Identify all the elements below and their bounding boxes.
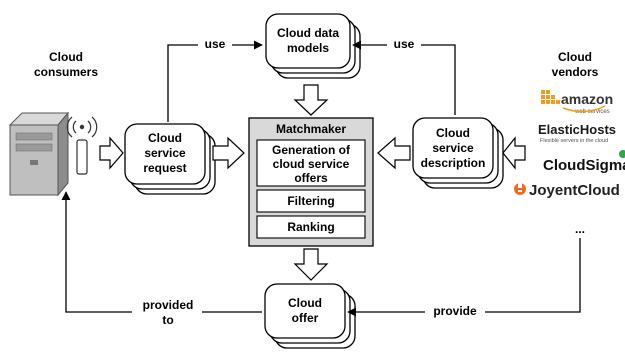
cloudsigma-logo-name: CloudSigma [543, 157, 625, 174]
generation-line3: offers [294, 171, 328, 185]
vendors-label-line2: vendors [552, 65, 599, 79]
edge-label-provided-to-line1: provided [143, 298, 194, 312]
wireless-antenna-icon [66, 116, 98, 175]
edge-label-provided-to-line2: to [162, 313, 173, 327]
vendors-more-ellipsis: ... [575, 222, 585, 236]
block-arrow-matchmaker-to-offer [293, 248, 329, 281]
vendors-label-line1: Cloud [558, 50, 592, 64]
cloud-data-models-node: Cloud data models [265, 13, 361, 79]
edge-provide [347, 238, 581, 317]
server-icon [8, 111, 70, 197]
ranking-box [256, 215, 366, 239]
cloud-offer-node: Cloud offer [264, 283, 356, 349]
amazon-logo-sub: web services [574, 109, 610, 115]
filtering-box [256, 189, 366, 213]
data-models-line1: Cloud data [277, 26, 339, 40]
consumers-label-line2: consumers [34, 65, 98, 79]
edge-use-right [352, 40, 456, 115]
block-arrow-consumer-to-request [99, 136, 124, 170]
description-line3: description [421, 156, 486, 170]
generation-line1: Generation of [272, 143, 351, 157]
cloud-service-description-node: Cloud service description [412, 117, 504, 189]
edge-label-use-right: use [394, 37, 415, 51]
ranking-label: Ranking [287, 220, 334, 234]
edge-provided-to [61, 191, 262, 313]
matchmaker-title: Matchmaker [276, 122, 346, 136]
elastichosts-logo: ElasticHosts Flexible servers in the clo… [538, 122, 616, 144]
matchmaker-block: Matchmaker Generation of cloud service o… [248, 117, 374, 247]
edge-label-use-left: use [205, 37, 226, 51]
request-line3: request [143, 161, 186, 175]
elastichosts-logo-sub: Flexible servers in the cloud [540, 138, 608, 144]
generation-line2: cloud service [273, 157, 350, 171]
offer-line2: offer [292, 311, 319, 325]
block-arrow-models-to-matchmaker [293, 84, 329, 116]
amazon-web-services-logo: amazon web services [541, 90, 613, 115]
joyentcloud-logo: JoyentCloud [514, 182, 620, 199]
data-models-line2: models [287, 41, 329, 55]
request-line1: Cloud [148, 131, 182, 145]
description-line2: service [432, 141, 474, 155]
consumers-label-line1: Cloud [49, 50, 83, 64]
cloud-service-request-node: Cloud service request [124, 123, 216, 195]
offer-line1: Cloud [288, 296, 322, 310]
elastichosts-logo-name: ElasticHosts [538, 122, 616, 137]
block-arrow-request-to-matchmaker [212, 136, 245, 170]
block-arrow-vendors-to-description [502, 136, 526, 170]
cloudsigma-logo: CloudSigma [543, 150, 625, 174]
generation-box [256, 139, 366, 187]
edge-label-provide: provide [433, 304, 477, 318]
request-line2: service [144, 146, 186, 160]
amazon-logo-name: amazon [561, 91, 613, 107]
filtering-label: Filtering [287, 194, 334, 208]
joyentcloud-logo-name: JoyentCloud [529, 182, 620, 199]
block-arrow-description-to-matchmaker [377, 136, 411, 170]
edge-use-left [167, 40, 263, 122]
description-line1: Cloud [436, 126, 470, 140]
